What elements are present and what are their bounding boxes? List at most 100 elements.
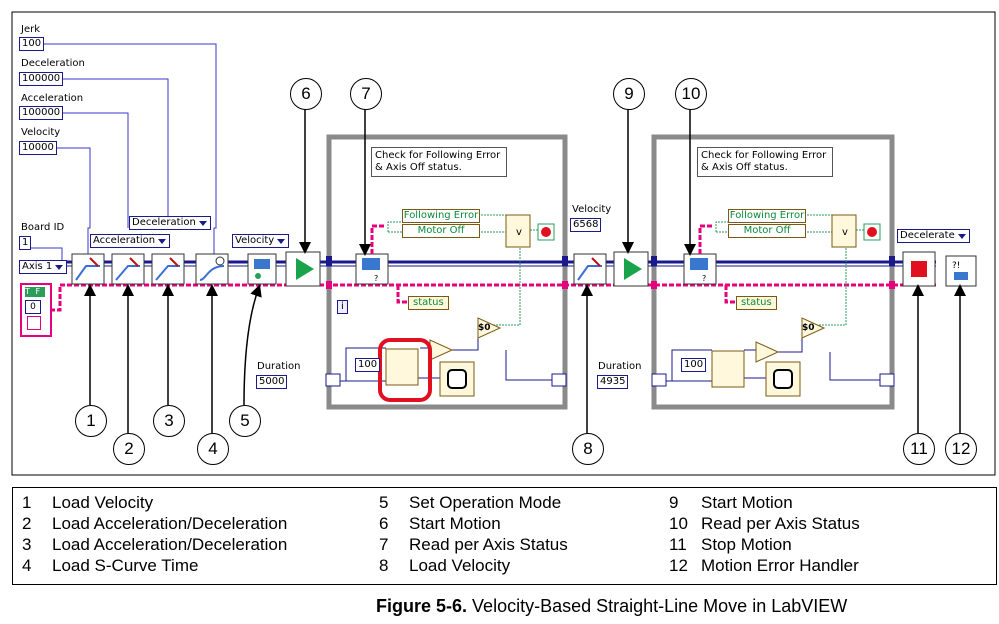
load-scurve-icon — [195, 253, 229, 285]
acceleration-label: Acceleration — [21, 93, 84, 104]
error-wire — [50, 283, 936, 312]
jerk-control[interactable]: 100 — [19, 37, 45, 51]
board-id-label: Board ID — [21, 222, 65, 233]
wait-icon-2 — [765, 361, 801, 397]
callout-leaders — [84, 108, 966, 433]
wait-icon-1 — [439, 361, 475, 397]
figure-title: Velocity-Based Straight-Line Move in Lab… — [472, 596, 848, 616]
deceleration-enum[interactable]: Deceleration — [129, 216, 211, 230]
loop1-wait-constant: 100 — [355, 358, 381, 372]
loop1-duration-control[interactable]: 5000 — [256, 375, 288, 389]
cluster-false: F — [35, 287, 41, 296]
loop1-zero-constant: $0 — [478, 323, 491, 333]
loop1-following-error: Following Error — [402, 209, 480, 223]
error-cluster-control[interactable]: T F 0 — [20, 283, 52, 337]
stop-terminal-2 — [863, 223, 881, 241]
callout-1: 1 — [75, 405, 107, 437]
svg-text:?: ? — [374, 274, 378, 283]
callout-7: 7 — [350, 78, 382, 110]
stop-terminal-1 — [537, 223, 555, 241]
cluster-code: 0 — [25, 300, 41, 314]
callout-2: 2 — [113, 433, 145, 465]
loop2-comment: Check for Following Error & Axis Off sta… — [697, 147, 833, 177]
velocity-label: Velocity — [21, 127, 61, 138]
motion-error-handler-icon: ?! — [945, 255, 977, 287]
velocity2-control[interactable]: 6568 — [570, 218, 602, 232]
loop2-wait-constant: 100 — [681, 358, 707, 372]
cluster-source — [27, 316, 41, 330]
loop1-iteration: i — [337, 300, 348, 314]
velocity2-label: Velocity — [572, 204, 612, 215]
callout-12: 12 — [945, 433, 977, 465]
or-function-1 — [505, 214, 531, 248]
figure-number: Figure 5-6. — [376, 596, 468, 616]
loop2-duration-label: Duration — [598, 361, 642, 372]
svg-text:?!: ?! — [952, 261, 960, 271]
callout-11: 11 — [903, 433, 935, 465]
tick-count-icon-2 — [711, 350, 745, 388]
callout-9: 9 — [613, 78, 645, 110]
deceleration-control[interactable]: 100000 — [19, 72, 64, 86]
decelerate-enum[interactable]: Decelerate — [897, 229, 970, 243]
callout-4: 4 — [197, 433, 229, 465]
callout-6: 6 — [290, 78, 322, 110]
stop-motion-icon — [902, 251, 936, 287]
compare-icon-1 — [477, 317, 502, 339]
loop1-or-label: v — [516, 227, 522, 238]
read-axis-status-icon-2: ? — [683, 253, 717, 285]
loop2-or-label: v — [842, 227, 848, 238]
loop2-zero-constant: $0 — [802, 323, 815, 333]
loop1-status: status — [408, 296, 449, 310]
subtract-icon-2 — [755, 341, 780, 363]
while-loop-2 — [651, 134, 895, 410]
acceleration-control[interactable]: 100000 — [19, 106, 64, 120]
callout-10: 10 — [675, 78, 707, 110]
while-loop-1 — [326, 134, 568, 410]
loop2-status: status — [736, 296, 777, 310]
diagram-frame — [11, 11, 996, 476]
read-axis-status-icon-1: ? — [355, 253, 389, 285]
acceleration-enum[interactable]: Acceleration — [90, 234, 171, 248]
loop1-motor-off: Motor Off — [402, 224, 480, 238]
deceleration-label: Deceleration — [21, 58, 85, 69]
compare-icon-2 — [801, 317, 826, 339]
cluster-true: T — [25, 287, 30, 296]
figure-caption: Figure 5-6. Velocity-Based Straight-Line… — [376, 595, 847, 617]
callout-5: 5 — [229, 405, 261, 437]
control-wires — [28, 43, 217, 264]
loop2-duration-control[interactable]: 4935 — [597, 375, 629, 389]
velocity-control[interactable]: 10000 — [19, 141, 57, 155]
loop1-comment: Check for Following Error & Axis Off sta… — [371, 147, 507, 177]
or-function-2 — [831, 214, 857, 248]
start-motion-icon-1 — [285, 251, 321, 287]
load-velocity-icon-2 — [573, 253, 607, 285]
loop2-following-error: Following Error — [728, 209, 806, 223]
velocity-enum[interactable]: Velocity — [232, 234, 290, 248]
load-velocity-icon-1 — [71, 253, 105, 285]
block-diagram: ? ? ?! — [11, 11, 996, 476]
legend-box — [12, 487, 997, 585]
board-id-control[interactable]: 1 — [19, 236, 32, 250]
start-motion-icon-2 — [613, 251, 649, 287]
axis-selector[interactable]: Axis 1 — [19, 260, 68, 274]
tick-count-icon-1 — [385, 348, 419, 386]
load-accel-icon-2 — [151, 253, 185, 285]
svg-text:?: ? — [702, 274, 706, 283]
jerk-label: Jerk — [21, 24, 41, 35]
loop1-duration-label: Duration — [257, 361, 301, 372]
load-accel-icon-1 — [111, 253, 145, 285]
callout-8: 8 — [572, 433, 604, 465]
callout-3: 3 — [153, 405, 185, 437]
